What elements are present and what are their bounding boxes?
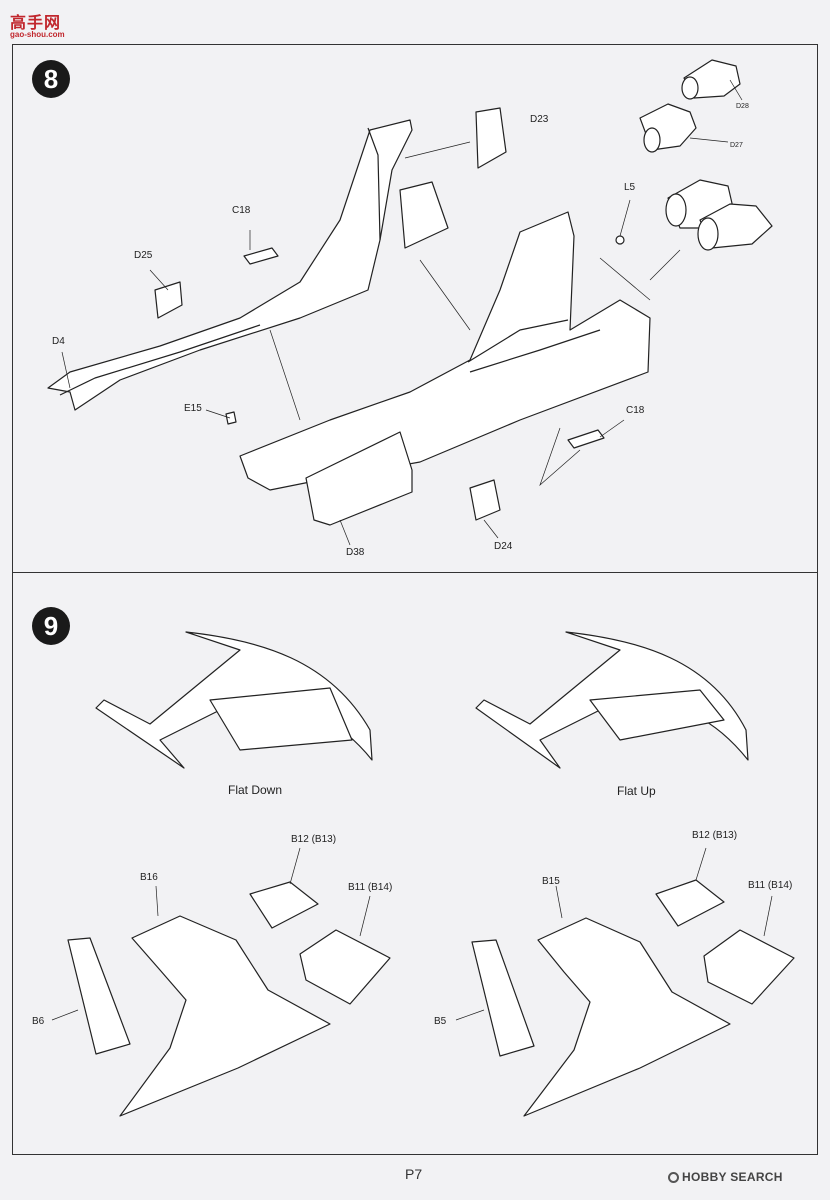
part-label-b12-left: B12 (B13): [291, 834, 337, 845]
instruction-frame: [12, 44, 818, 1155]
part-label-d25: D25: [134, 250, 153, 261]
site-logo-text: 高手网: [10, 13, 62, 32]
part-label-b5: B5: [434, 1016, 447, 1027]
step-divider: [12, 572, 818, 573]
part-label-b15: B15: [542, 876, 560, 887]
part-label-d38: D38: [346, 547, 365, 558]
part-label-d24: D24: [494, 541, 513, 552]
part-label-b11-left: B11 (B14): [348, 882, 393, 893]
caption-flat-up: Flat Up: [617, 784, 656, 798]
site-logo: 高手网 gao-shou.com: [4, 4, 94, 42]
part-label-c18-top: C18: [232, 205, 251, 216]
part-label-b12-right: B12 (B13): [692, 830, 738, 841]
part-label-b6: B6: [32, 1016, 45, 1027]
hobby-search-logo-icon: [668, 1172, 679, 1183]
page-number: P7: [405, 1166, 423, 1182]
caption-flat-down: Flat Down: [228, 783, 283, 797]
step-8-badge: 8: [32, 60, 70, 98]
part-label-d23: D23: [530, 114, 549, 125]
part-label-l5: L5: [624, 182, 636, 193]
part-label-b11-right: B11 (B14): [748, 880, 793, 891]
source-credit: HOBBY SEARCH: [668, 1170, 783, 1184]
part-label-e15: E15: [184, 403, 202, 414]
part-label-d4: D4: [52, 336, 65, 347]
part-label-d27: D27: [730, 142, 743, 149]
part-label-d28: D28: [736, 103, 749, 110]
source-credit-text: HOBBY SEARCH: [682, 1170, 783, 1184]
step-9-badge: 9: [32, 607, 70, 645]
part-label-b16: B16: [140, 872, 158, 883]
site-logo-url: gao-shou.com: [10, 30, 65, 39]
part-label-c18-right: C18: [626, 405, 645, 416]
